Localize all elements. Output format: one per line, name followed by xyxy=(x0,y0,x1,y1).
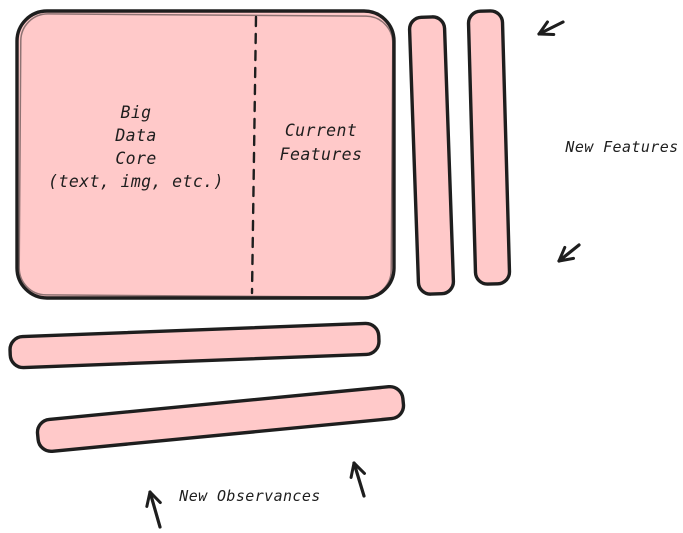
new-features-group: New Features xyxy=(407,9,678,296)
current-features-line-1: Current xyxy=(285,121,357,140)
new-features-label: New Features xyxy=(564,138,678,156)
new-features-arrow-top xyxy=(537,20,565,36)
core-label-line-4: (text, img, etc.) xyxy=(48,172,224,191)
current-features-line-2: Features xyxy=(280,145,363,164)
dashed-divider xyxy=(250,15,258,295)
new-feature-column-1 xyxy=(407,15,456,296)
new-features-arrow-bottom xyxy=(557,243,581,263)
core-label-line-2: Data xyxy=(114,126,156,145)
new-observances-arrow-left xyxy=(145,490,162,529)
core-label-line-1: Big xyxy=(120,103,151,122)
new-feature-column-2 xyxy=(466,9,512,286)
big-data-core-box: Big Data Core (text, img, etc.) Current … xyxy=(15,9,396,300)
core-box-rect xyxy=(15,9,396,300)
new-observances-arrow-right xyxy=(349,461,366,498)
new-observance-row-2 xyxy=(35,384,406,454)
new-observance-row-1 xyxy=(8,321,381,370)
core-box-sketch-echo xyxy=(18,13,394,298)
core-label-line-3: Core xyxy=(115,149,156,168)
new-observances-group: New Observances xyxy=(8,321,406,529)
new-observances-label: New Observances xyxy=(178,487,320,505)
